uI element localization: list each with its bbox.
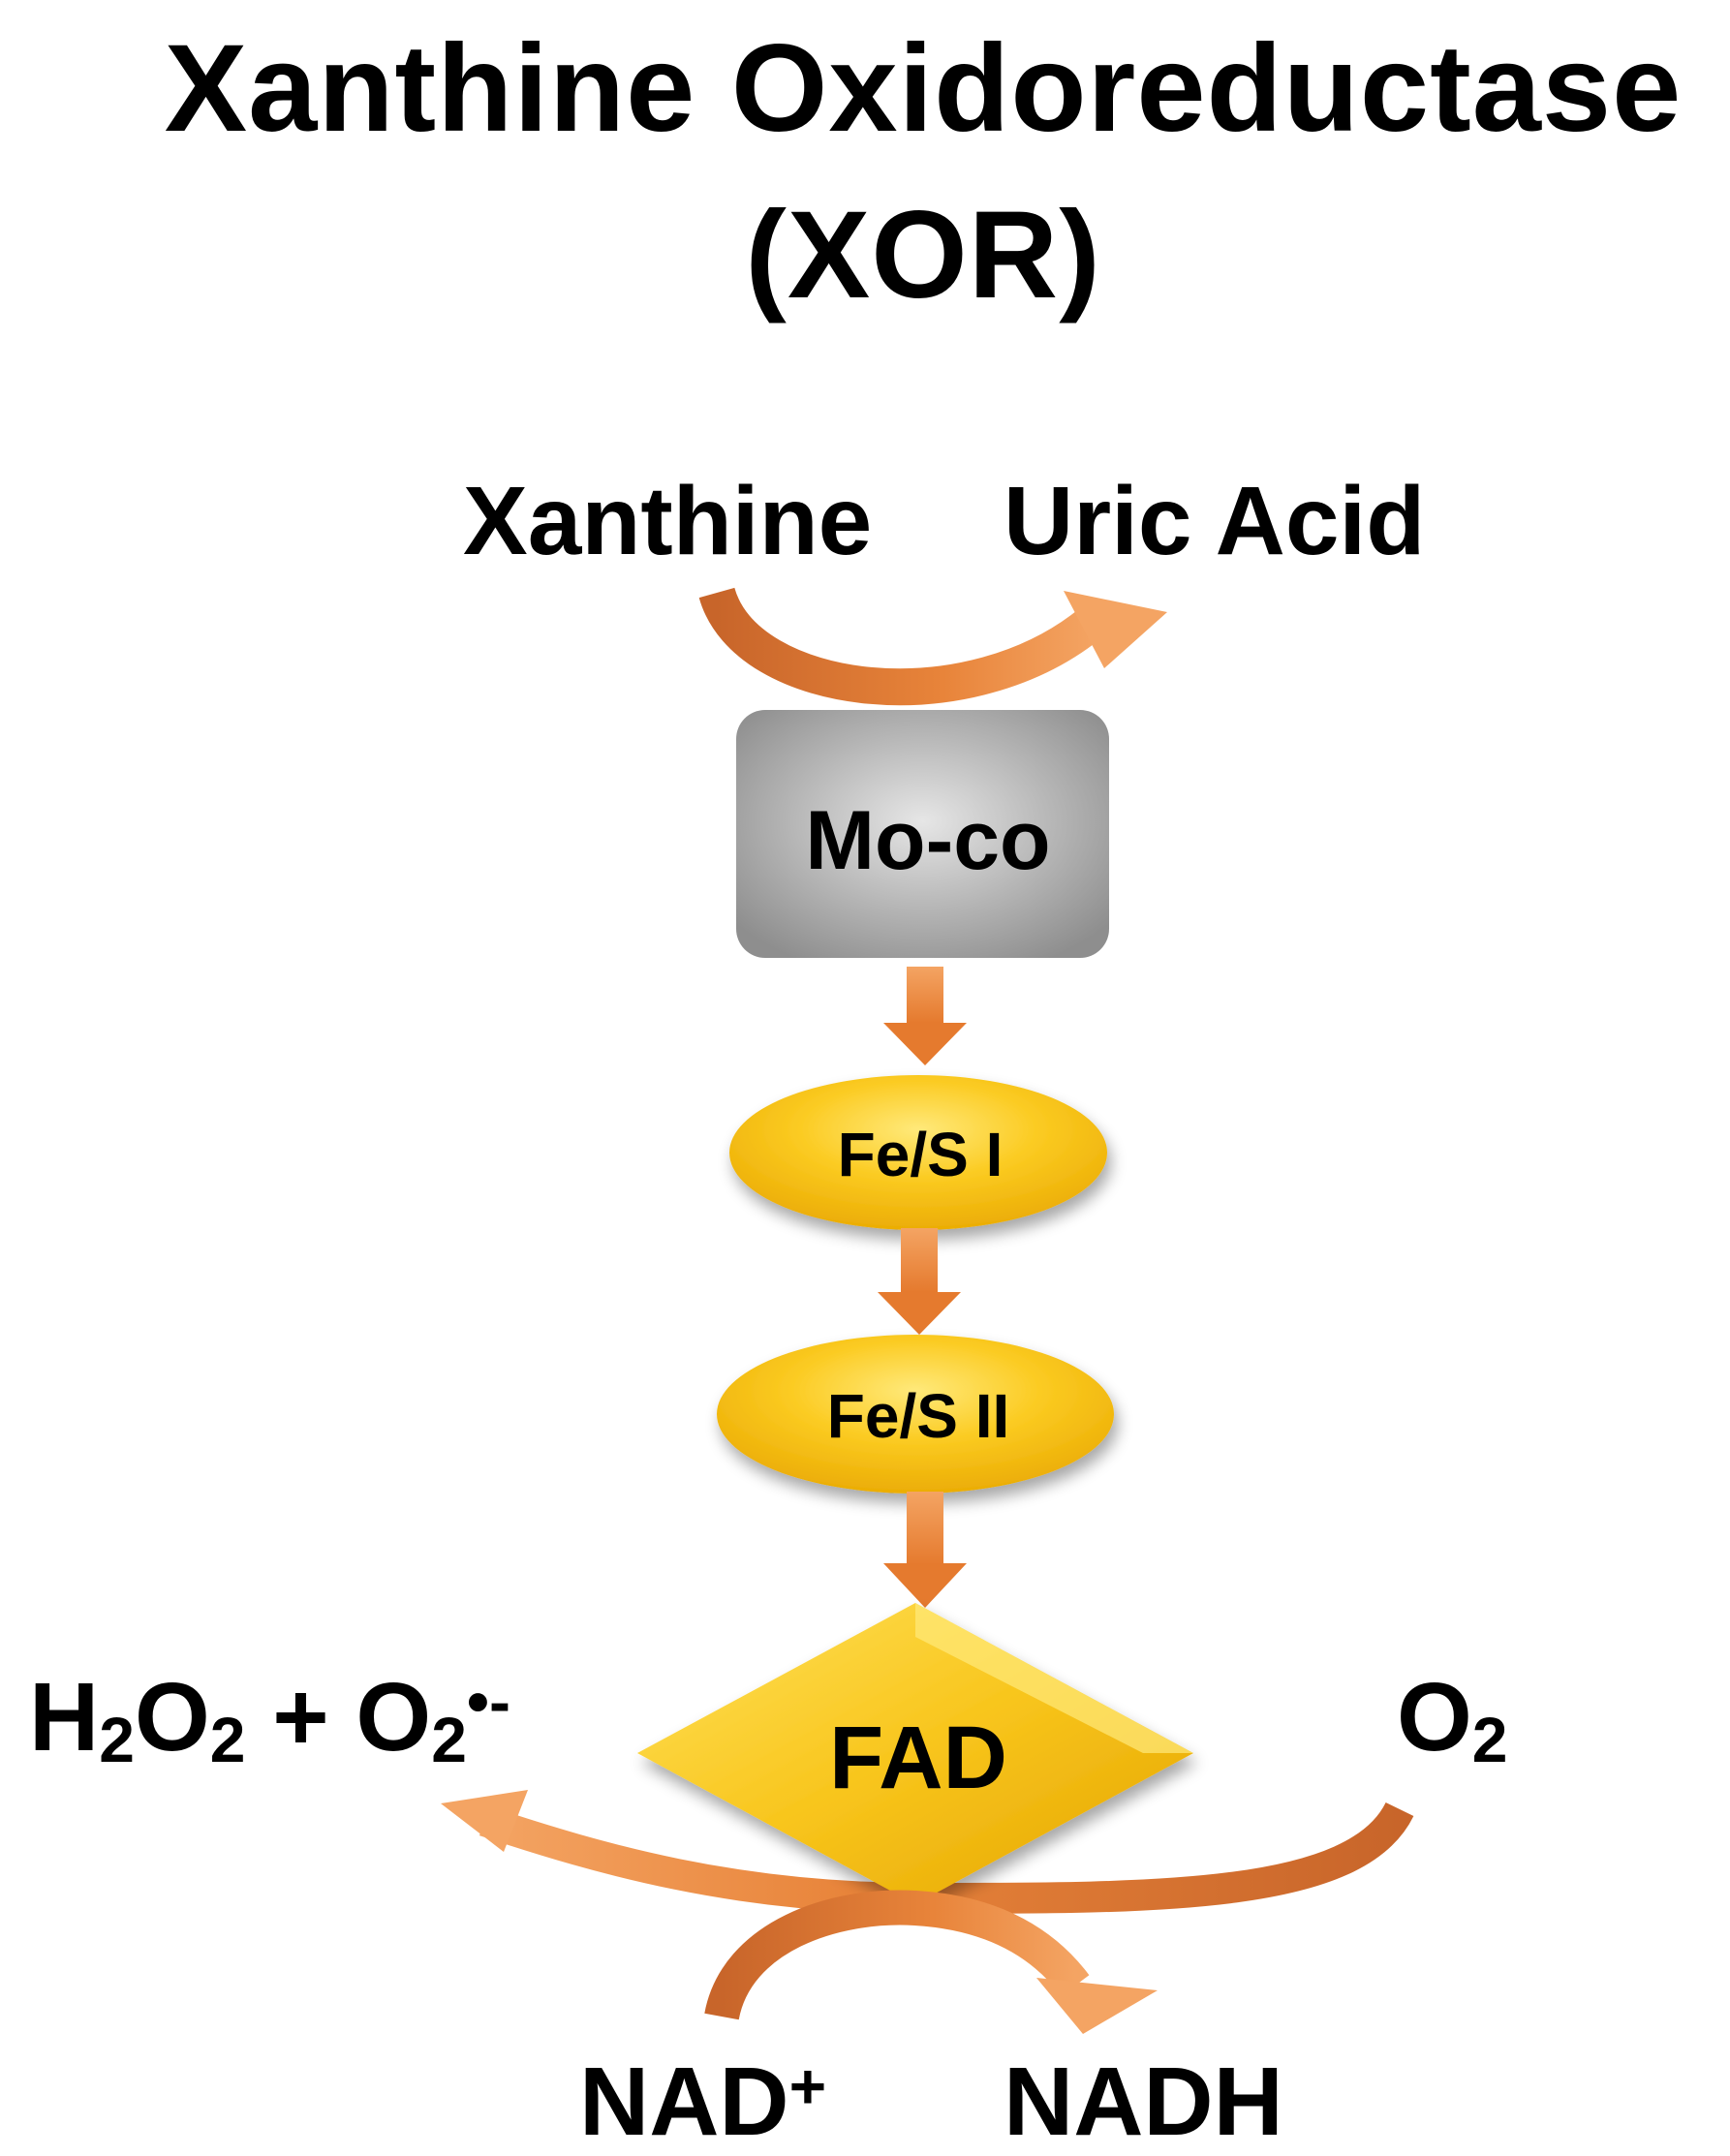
formula-part: O — [134, 1663, 210, 1771]
top-reaction-arrow — [698, 586, 1167, 706]
dehydrogenase-product-label: NADH — [1004, 2048, 1283, 2156]
fes1-node: Fe/S I — [729, 1075, 1107, 1230]
moco-label: Mo-co — [805, 794, 1050, 887]
formula-part: O — [1397, 1663, 1472, 1771]
arrow-moco-to-fes1 — [883, 967, 967, 1065]
oxidase-products-label: H2O2 + O2•- — [29, 1669, 510, 1771]
moco-node: Mo-co — [736, 710, 1109, 958]
arrow-fes1-to-fes2 — [878, 1228, 961, 1335]
fad-label: FAD — [829, 1709, 1007, 1807]
formula-subscript: 2 — [431, 1703, 467, 1775]
fad-node: FAD — [637, 1603, 1193, 1904]
substrate-label: Xanthine — [463, 467, 873, 575]
product-label: Uric Acid — [1004, 467, 1426, 575]
formula-part: H — [29, 1663, 100, 1771]
formula-subscript: 2 — [209, 1703, 246, 1775]
title-line-1: Xanthine Oxidoreductase — [164, 19, 1683, 158]
formula-part: + O — [245, 1663, 432, 1771]
fes2-node: Fe/S II — [717, 1335, 1114, 1494]
formula-subscript: 2 — [1471, 1703, 1508, 1775]
formula-subscript: 2 — [99, 1703, 135, 1775]
title-line-2: (XOR) — [745, 186, 1101, 324]
arrow-fes2-to-fad — [883, 1492, 967, 1608]
fes2-label: Fe/S II — [827, 1381, 1010, 1451]
fes1-label: Fe/S I — [838, 1120, 1004, 1189]
dehydrogenase-reactant-label: NAD+ — [579, 2053, 826, 2150]
dehydrogenase-reaction-arrow — [704, 1890, 1158, 2034]
radical-superscript: •- — [466, 1665, 511, 1738]
formula-part: NAD — [579, 2048, 789, 2156]
oxidase-reactant-label: O2 — [1397, 1669, 1508, 1771]
charge-superscript: + — [788, 2049, 827, 2122]
